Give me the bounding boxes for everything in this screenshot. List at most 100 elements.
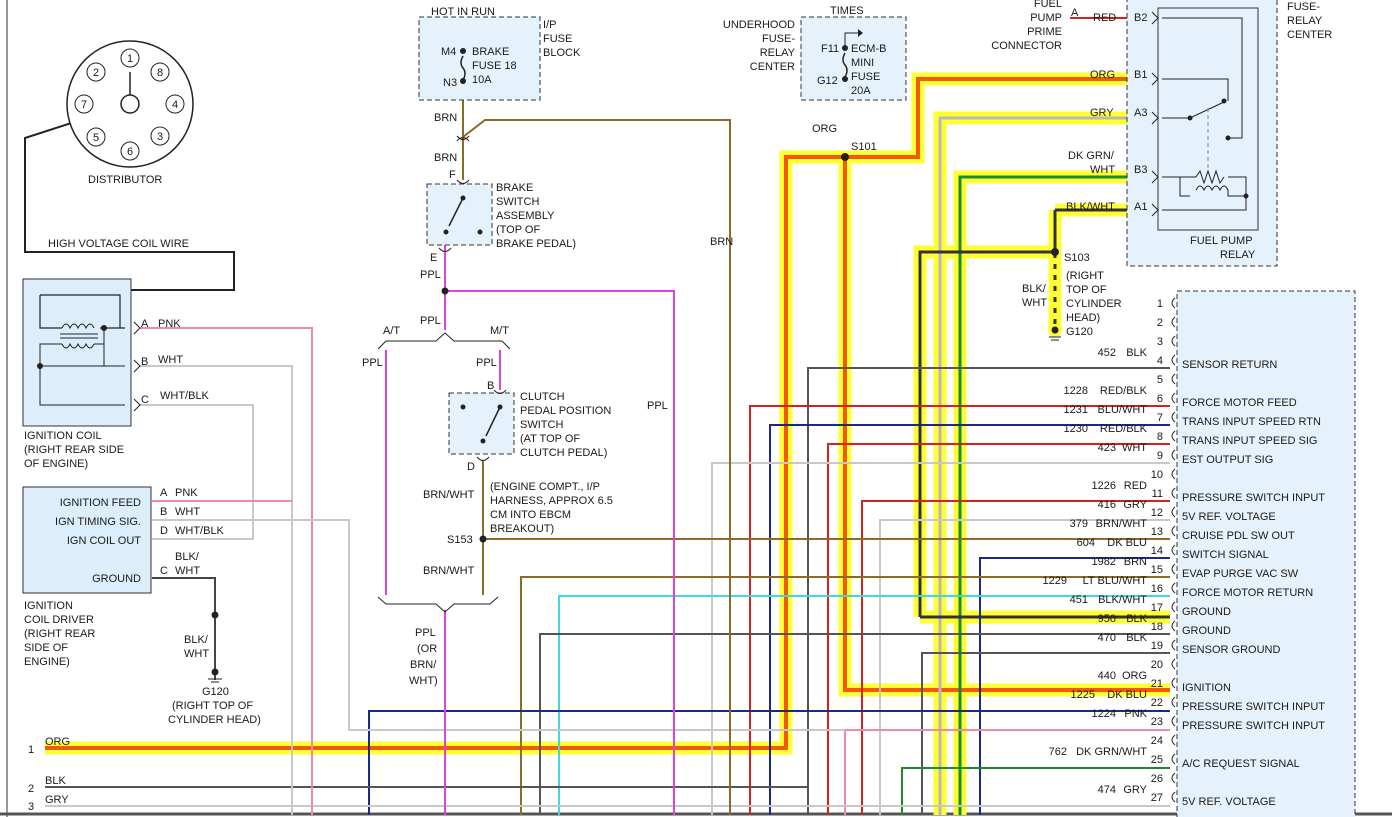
driver-gnd-wire-4: WHT: [184, 648, 209, 660]
pcm-terminal: [1171, 468, 1176, 480]
pcm-pin-number: 3: [1157, 336, 1163, 348]
pcm-terminal: [1171, 411, 1176, 423]
left-wire-3-num: 3: [28, 801, 34, 813]
pcm-terminal: [1171, 525, 1176, 537]
bottom-ppl-4: WHT): [409, 675, 438, 687]
pcm-pin-number: 5: [1157, 374, 1163, 386]
prime-label-4: CONNECTOR: [991, 40, 1062, 52]
prime-pin: A: [1071, 7, 1079, 19]
distributor-pin-4: [165, 94, 185, 114]
underhood-title: TIMES: [830, 5, 864, 17]
relay-wire-b2: RED: [1093, 12, 1116, 24]
pcm-terminal: [1171, 449, 1176, 461]
ppl-label-b: PPL: [420, 315, 441, 327]
underhood-pin-in: F11: [821, 43, 839, 55]
underhood-fuse-3: FUSE: [851, 71, 880, 83]
distributor-pin-8: [150, 62, 170, 82]
pcm-circuit-number: 1224: [1092, 708, 1116, 720]
brake-pin-out: E: [430, 252, 437, 264]
fuse-block-name-3: BLOCK: [543, 47, 581, 59]
pcm-circuit-number: 379: [1070, 518, 1088, 530]
pcm-wire-color: GRY: [1123, 784, 1147, 796]
pcm-circuit-number: 762: [1049, 746, 1067, 758]
pcm-circuit-number: 452: [1098, 347, 1116, 359]
fuse-name-1: BRAKE: [472, 46, 509, 58]
pcm-pin-number: 8: [1157, 431, 1163, 443]
s153-note-3: CM INTO EBCM: [490, 509, 571, 521]
fuse-pin-out: N3: [443, 77, 457, 89]
clutch-label-4: (AT TOP OF: [520, 433, 580, 445]
driver-label-5: ENGINE): [24, 656, 70, 668]
pcm-pin-label: EST OUTPUT SIG: [1182, 454, 1273, 466]
pcm-terminal: [1171, 791, 1176, 803]
brn-label-3: BRN: [710, 236, 733, 248]
pcm-terminal: [1171, 316, 1176, 328]
pcm-pin-number: 20: [1151, 659, 1163, 671]
pcm-wire-color: ORG: [1122, 670, 1147, 682]
coil-label-1: IGNITION COIL: [24, 430, 102, 442]
coil-pin-b: B: [141, 356, 148, 368]
pcm-wire-color: WHT: [1122, 442, 1147, 454]
prime-label-2: PUMP: [1030, 12, 1062, 24]
coil-wire-b: WHT: [158, 354, 183, 366]
relay-pin-b3: B3: [1134, 164, 1147, 176]
pcm-pin-label: CRUISE PDL SW OUT: [1182, 530, 1295, 542]
pcm-pin-label: PRESSURE SWITCH INPUT: [1182, 701, 1325, 713]
s153-note-1: (ENGINE COMPT., I/P: [490, 481, 600, 493]
relay-pin-b1: B1: [1134, 69, 1147, 81]
pcm-terminal: [1171, 620, 1176, 632]
underhood-fuse-4: 20A: [851, 85, 871, 97]
distributor-pin-1: [120, 48, 140, 68]
underhood-fuse-1: ECM-B: [851, 43, 886, 55]
s103-wire-1: BLK/: [1022, 283, 1047, 295]
pcm-terminal: [1171, 354, 1176, 366]
coil-wire-a: PNK: [158, 318, 181, 330]
pcm-wire-color: RED: [1124, 480, 1147, 492]
fuse-block-name-1: I/P: [543, 19, 556, 31]
fuse-block-name-2: FUSE: [543, 33, 572, 45]
driver-row-4: GROUND: [92, 573, 141, 585]
distributor-pin-5: [86, 127, 106, 147]
pcm-circuit-number: 1982: [1092, 556, 1116, 568]
fuse-name-3: 10A: [472, 74, 492, 86]
s103-desc-4: HEAD): [1066, 312, 1100, 324]
pcm-wire-color: BRN/WHT: [1096, 518, 1148, 530]
coil-label-3: OF ENGINE): [24, 458, 88, 470]
pcm-terminal: [1171, 297, 1176, 309]
driver-ground: G120: [202, 686, 229, 698]
pcm-terminal: [1171, 506, 1176, 518]
driver-wire-b: WHT: [175, 506, 200, 518]
pcm-circuit-number: 1230: [1064, 423, 1088, 435]
pcm-pin-label: TRANS INPUT SPEED RTN: [1182, 416, 1321, 428]
s103-desc-3: CYLINDER: [1066, 298, 1122, 310]
pcm-terminal: [1171, 601, 1176, 613]
pcm-pin-number: 11: [1152, 488, 1163, 500]
distributor-pin-label: 8: [157, 67, 163, 79]
driver-gnd-wire-2: WHT: [175, 565, 200, 577]
pcm-terminal: [1171, 639, 1176, 651]
brnwht-label-1: BRN/WHT: [423, 489, 475, 501]
s153-label: S153: [447, 534, 473, 546]
fuse-block-title: HOT IN RUN: [431, 6, 495, 18]
distributor-pin-7: [74, 94, 94, 114]
driver-pin-d: D: [160, 525, 168, 537]
left-wire-2-color: BLK: [45, 775, 66, 787]
driver-row-2: IGN TIMING SIG.: [55, 516, 141, 528]
clutch-pin-in: B: [487, 380, 494, 392]
pcm-pin-label: GROUND: [1182, 606, 1231, 618]
pcm-wire-color: RED/BLK: [1100, 385, 1148, 397]
pcm-pin-label: 5V REF. VOLTAGE: [1182, 796, 1276, 808]
driver-wire-a: PNK: [175, 487, 198, 499]
driver-label-4: SIDE OF: [24, 642, 68, 654]
ppl-label-d: PPL: [476, 357, 497, 369]
driver-gnd-wire-1: BLK/: [175, 551, 200, 563]
fuel-pump-relay: FUSE- RELAY CENTER FUEL PUMP RELAY B2 RE…: [1066, 0, 1332, 267]
relay-wire-b3-1: DK GRN/: [1068, 150, 1115, 162]
distributor-pin-3: [150, 126, 170, 146]
distributor-pin-label: 6: [127, 146, 133, 158]
s101-label: S101: [851, 141, 877, 153]
relay-wire-b1: ORG: [1090, 69, 1115, 81]
pcm-wire-color: PNK: [1124, 708, 1147, 720]
